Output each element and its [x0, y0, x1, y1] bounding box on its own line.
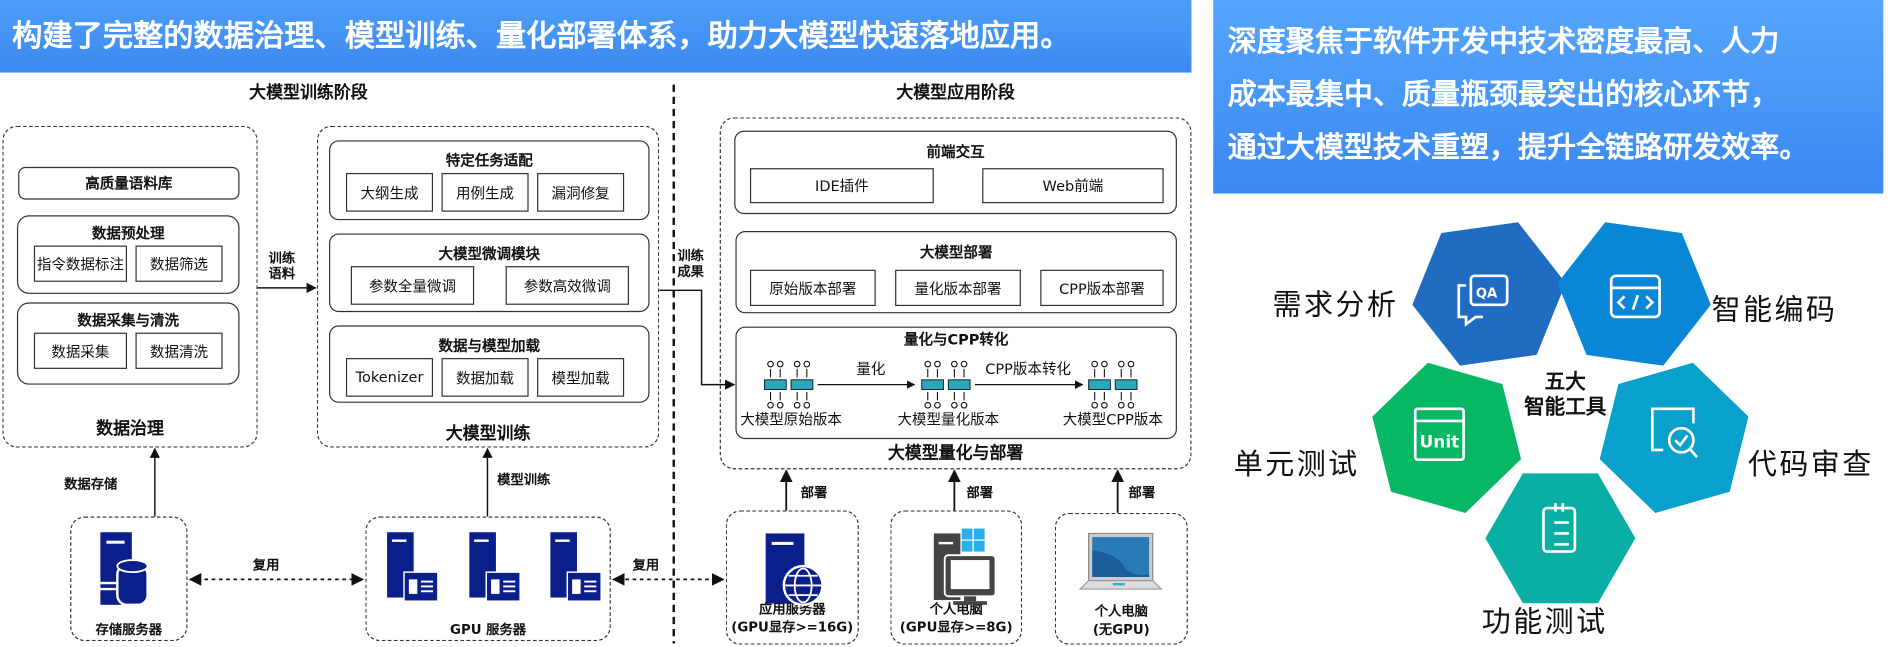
gpu-server-label: GPU 服务器 [450, 621, 527, 638]
finetune-item: 参数高效微调 [505, 266, 629, 305]
corpus-box: 高质量语料库 [18, 166, 240, 200]
preprocess-title: 数据预处理 [91, 224, 165, 242]
tool-hexagon [1412, 222, 1566, 366]
deploy-arrow-label: 部署 [1128, 485, 1156, 501]
tool-label: 需求分析 [1272, 281, 1398, 323]
loading-item: 数据加载 [441, 358, 529, 397]
training-phase-title: 大模型训练阶段 [249, 83, 368, 103]
device-label: 个人电脑 (无GPU) [1055, 602, 1188, 638]
preprocess-item: 指令数据标注 [33, 245, 128, 282]
search-check-icon [1650, 407, 1699, 459]
storage-server-label: 存储服务器 [95, 621, 163, 638]
summary-line: 通过大模型技术重塑，提升全链路研发效率。 [1227, 130, 1809, 165]
storage-server-box [70, 516, 188, 642]
device-name: 应用服务器 [759, 601, 826, 617]
svg-text:QA: QA [1476, 287, 1498, 302]
tool-label-text: 单元测试 [1233, 447, 1360, 482]
model-training-group [316, 125, 660, 448]
data-governance-label: 数据治理 [96, 419, 164, 440]
deploy-item: 原始版本部署 [749, 269, 876, 307]
frontend-title: 前端交互 [926, 143, 985, 161]
task-item: 用例生成 [441, 172, 529, 212]
tool-hexagon [1557, 222, 1711, 366]
model-version-label: 大模型CPP版本 [1062, 411, 1163, 429]
tool-label: 功能测试 [1482, 598, 1608, 640]
device-spec: (无GPU) [1092, 621, 1150, 638]
loading-title: 数据与模型加载 [438, 337, 541, 355]
pc-box [890, 510, 1023, 645]
convert-step-label: CPP版本转化 [985, 360, 1072, 378]
model-version-label: 大模型原始版本 [740, 411, 842, 429]
task-adapt-title: 特定任务适配 [445, 152, 533, 170]
device-name: 个人电脑 [1094, 603, 1148, 620]
model-version-label: 大模型量化版本 [897, 411, 1000, 429]
data-governance-group [2, 125, 258, 448]
reuse-label: 复用 [632, 557, 660, 574]
device-label: 个人电脑 (GPU显存>=8G) [890, 600, 1022, 636]
tool-hexagon [1485, 473, 1636, 604]
task-item: 大纲生成 [345, 172, 434, 212]
laptop-box [1054, 512, 1188, 645]
device-label: 应用服务器 (GPU显存>=16G) [726, 600, 859, 636]
finetune-item: 参数全量微调 [350, 266, 475, 305]
device-name: 个人电脑 [929, 601, 983, 617]
preprocess-item: 数据筛选 [135, 245, 223, 282]
center-line: 智能工具 [1524, 395, 1607, 420]
convert-step-label: 量化 [856, 360, 886, 378]
app-server-box [725, 510, 859, 645]
results-arrow-label: 训练 成果 [673, 248, 709, 279]
training-arrow-label: 模型训练 [497, 471, 551, 488]
deploy-group-label: 大模型量化与部署 [887, 443, 1024, 464]
collect-item: 数据采集 [33, 332, 128, 369]
loading-item: Tokenizer [345, 358, 434, 397]
application-phase-title: 大模型应用阶段 [896, 83, 1015, 103]
tool-label-text: 智能编码 [1711, 292, 1838, 327]
loading-item: 模型加载 [537, 358, 625, 397]
summary-line: 深度聚焦于软件开发中技术密度最高、人力 [1227, 24, 1780, 59]
frontend-item: Web前端 [982, 168, 1164, 204]
arrow-label-line: 语料 [268, 266, 296, 282]
gpu-server-box [365, 516, 611, 642]
reuse-label: 复用 [252, 557, 280, 574]
storage-arrow-label: 数据存储 [64, 476, 118, 493]
qa-chat-icon: QA [1457, 274, 1509, 327]
deploy-arrow-label: 部署 [800, 485, 828, 501]
device-spec: (GPU显存>=16G) [731, 619, 854, 636]
tool-label-text: 需求分析 [1272, 287, 1399, 322]
banner: 构建了完整的数据治理、模型训练、量化部署体系，助力大模型快速落地应用。 [0, 0, 1192, 73]
device-spec: (GPU显存>=8G) [899, 619, 1013, 636]
code-window-icon [1609, 274, 1661, 319]
deploy-title: 大模型部署 [919, 244, 993, 262]
model-training-label: 大模型训练 [445, 424, 531, 444]
checklist-icon [1542, 503, 1577, 553]
task-item: 漏洞修复 [537, 172, 625, 212]
tool-label-text: 代码审查 [1747, 447, 1874, 482]
deploy-item: 量化版本部署 [895, 269, 1021, 307]
convert-title: 量化与CPP转化 [903, 331, 1009, 349]
frontend-item: IDE插件 [749, 168, 934, 204]
summary-box: 深度聚焦于软件开发中技术密度最高、人力 成本最集中、质量瓶颈最突出的核心环节， … [1213, 0, 1884, 194]
arrow-label-line: 成果 [677, 263, 704, 280]
arrow-label-line: 训练 [677, 247, 704, 264]
summary-line: 成本最集中、质量瓶颈最突出的核心环节， [1227, 77, 1780, 112]
tool-label: 代码审查 [1748, 440, 1874, 482]
collect-title: 数据采集与清洗 [77, 312, 180, 330]
tool-hexagon [1599, 362, 1749, 513]
deploy-item: CPP版本部署 [1040, 269, 1164, 307]
tool-label: 单元测试 [1234, 440, 1360, 482]
finetune-title: 大模型微调模块 [438, 245, 541, 263]
arrow-label-line: 训练 [268, 250, 296, 267]
tool-label: 智能编码 [1712, 285, 1838, 327]
tools-center-label: 五大 智能工具 [1510, 370, 1621, 421]
tool-label-text: 功能测试 [1481, 604, 1608, 639]
collect-item: 数据清洗 [135, 332, 223, 369]
corpus-arrow-label: 训练 语料 [264, 250, 300, 281]
unit-text: Unit [1419, 433, 1460, 453]
center-line: 五大 [1544, 370, 1586, 395]
deploy-arrow-label: 部署 [966, 485, 994, 501]
